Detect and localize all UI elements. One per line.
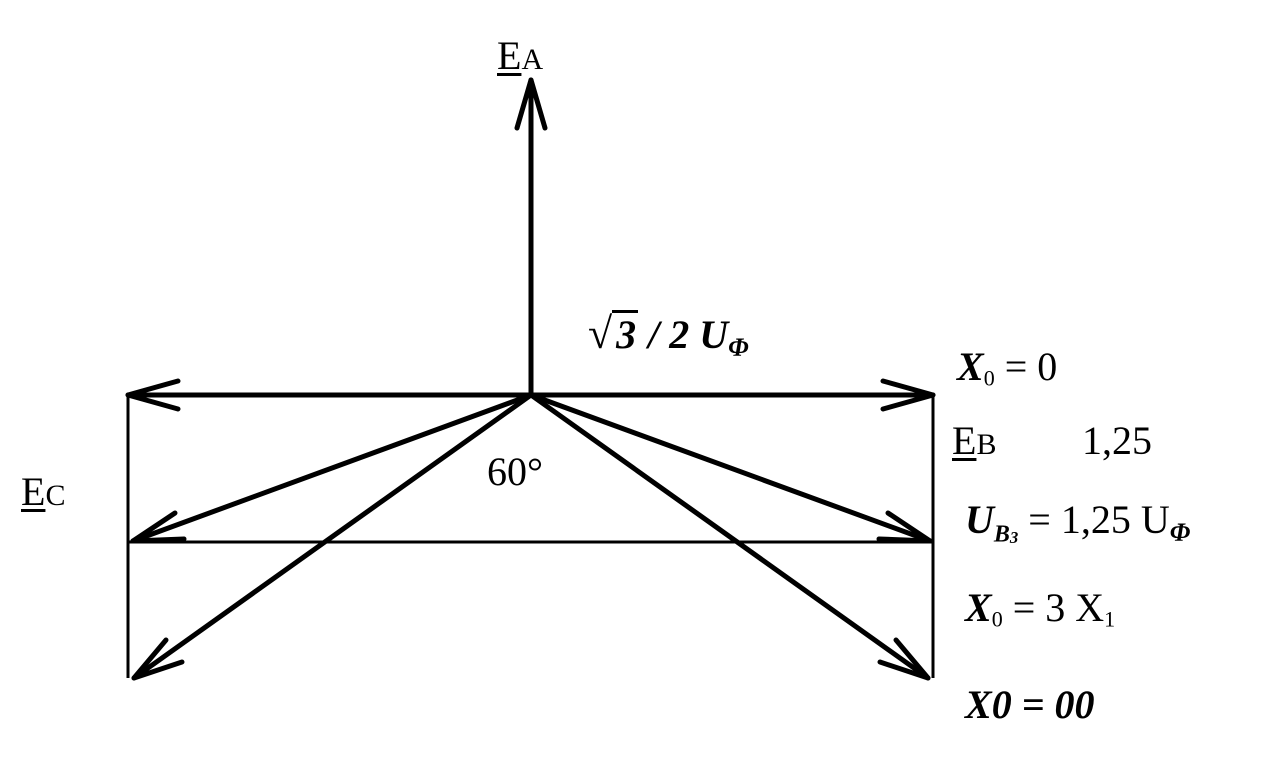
sqrt-radicand: 3 — [612, 310, 639, 355]
arrowhead-bottom-left — [131, 637, 185, 681]
angle-label: 60° — [487, 449, 543, 494]
ub3-rest: = 1,25 U — [1018, 497, 1170, 542]
label-ec-sub: C — [45, 479, 66, 512]
label-ea: EA — [497, 36, 543, 76]
label-x0-zero: X0 = 0 — [957, 347, 1057, 390]
sqrt-sub-phi: Φ — [728, 332, 749, 362]
phasor-middle-left — [130, 392, 534, 544]
ub3-subsub: 3 — [1009, 528, 1019, 548]
factor-label: 1,25 — [1082, 418, 1152, 463]
x0-3x1-main: X — [965, 585, 992, 630]
arrowhead-ea — [514, 77, 548, 131]
arrowhead-bottom-right — [877, 637, 931, 681]
ub3-sub: B — [993, 521, 1010, 548]
sqrt-expression: √3 / 2 UΦ — [588, 310, 749, 361]
label-eb-sub: B — [976, 428, 997, 461]
label-x0-3x1: X0 = 3 X1 — [965, 588, 1115, 631]
x0-zero-sub: 0 — [983, 365, 995, 391]
label-ub3: UB3 = 1,25 UΦ — [965, 500, 1190, 547]
ub3-tail-sub: Φ — [1169, 517, 1191, 547]
x0-inf-main: X — [965, 682, 992, 727]
x0-zero-main: X — [957, 344, 984, 389]
sqrt-symbol: √ — [588, 309, 613, 358]
phasor-bottom-right — [528, 392, 931, 681]
label-x0-inf: X0 = 00 — [965, 685, 1094, 725]
label-ea-main: E — [497, 33, 522, 78]
ub3-main: U — [965, 497, 994, 542]
x0-3x1-sub2: 1 — [1104, 606, 1116, 632]
x0-3x1-mid: = 3 X — [1002, 585, 1105, 630]
phasor-middle-right — [528, 392, 933, 544]
label-eb: EB — [952, 421, 996, 461]
label-ec-main: E — [21, 469, 46, 514]
x0-zero-rest: = 0 — [994, 344, 1058, 389]
x0-3x1-sub: 0 — [991, 606, 1003, 632]
label-eb-main: E — [952, 418, 977, 463]
sqrt-rest: / 2 U — [648, 312, 729, 357]
label-ec: EC — [21, 472, 65, 512]
phasor-bottom-left — [131, 392, 534, 681]
label-ea-sub: A — [521, 43, 544, 76]
x0-inf-sub: 0 — [991, 682, 1012, 727]
x0-inf-rest: = 00 — [1011, 682, 1095, 727]
